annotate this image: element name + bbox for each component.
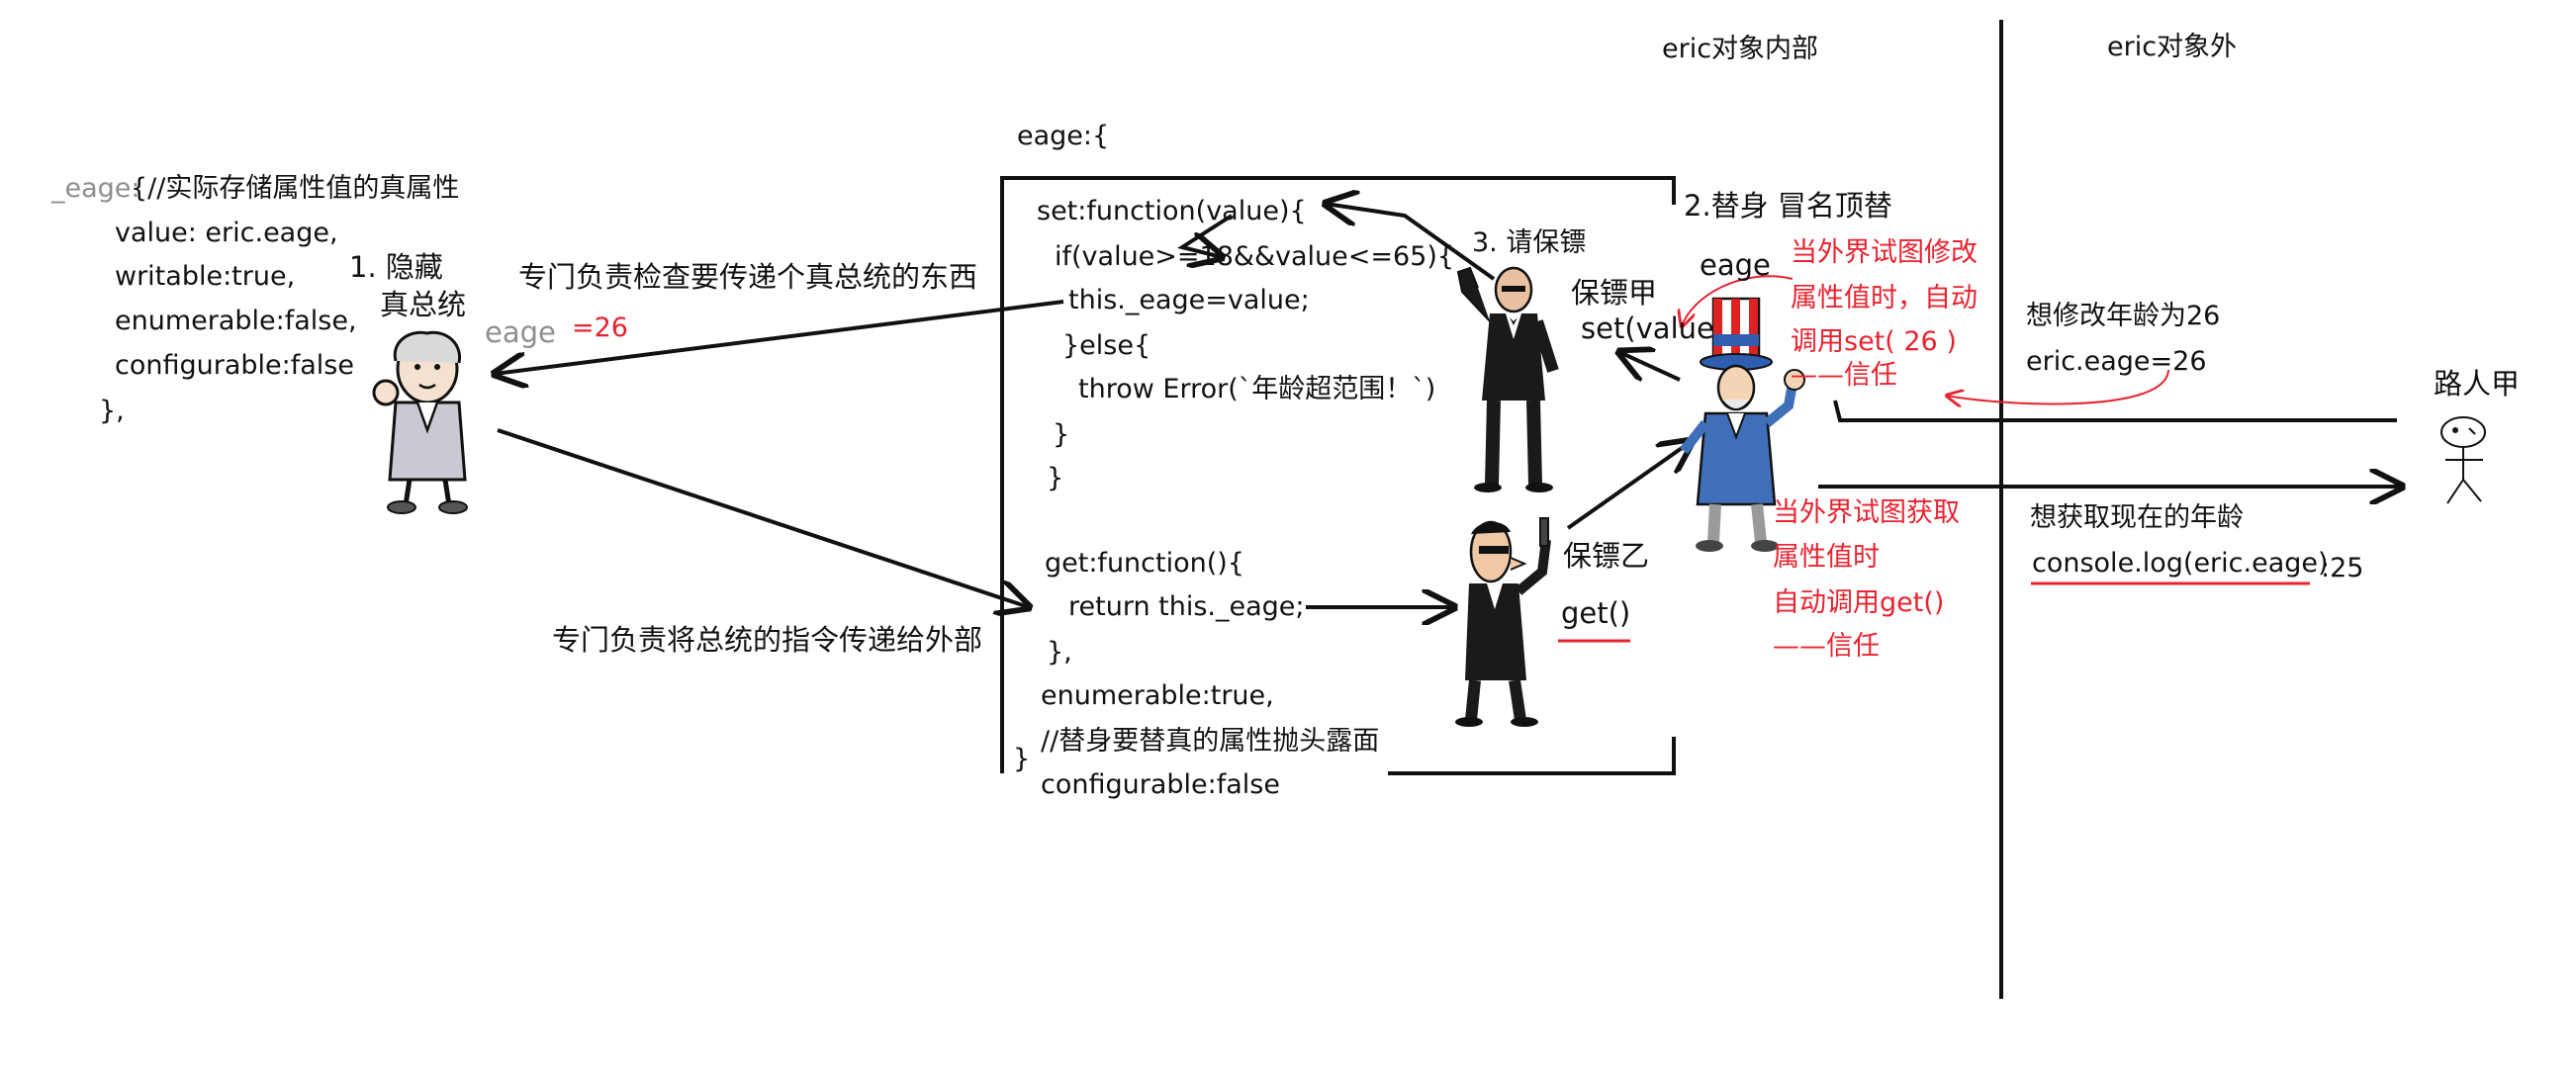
accessor-closing: } xyxy=(1013,744,1031,774)
president-to-getter-arrow xyxy=(497,428,1029,607)
president-field-value: =26 xyxy=(572,313,628,343)
president-label-line2: 真总统 xyxy=(380,288,467,321)
standin-name: eage xyxy=(1700,248,1771,282)
guard-b-to-standin-arrow xyxy=(1566,441,1692,530)
code-line: } xyxy=(1047,463,1064,493)
uncle-sam-figure xyxy=(1672,289,1805,556)
setter-role-note: 专门负责检查要传递个真总统的东西 xyxy=(518,260,978,294)
code-line: throw Error(`年龄超范围！`) xyxy=(1078,374,1436,404)
passerby-get-code: console.log(eric.eage) xyxy=(2032,548,2329,579)
getter-role-note: 专门负责将总统的指令传递给外部 xyxy=(552,623,983,657)
real-prop-line: value: eric.eage, xyxy=(115,218,338,248)
passerby-to-set-red-curve xyxy=(1947,369,2169,403)
passerby-set-line xyxy=(1833,400,2397,422)
step3-label: 3. 请保镖 xyxy=(1472,227,1587,258)
set-note-line: 属性值时，自动 xyxy=(1791,283,1978,313)
code-line: configurable:false xyxy=(1041,769,1280,800)
get-note-line: 属性值时 xyxy=(1773,542,1880,573)
president-figure xyxy=(366,321,490,514)
set-note-line: 当外界试图修改 xyxy=(1791,237,1978,268)
code-line: set:function(value){ xyxy=(1037,196,1307,226)
get-note-line: 当外界试图获取 xyxy=(1773,497,1960,528)
standin-to-set-arrow xyxy=(1619,352,1681,380)
guard-a-method: set(value) xyxy=(1581,312,1726,345)
code-line: //替身要替真的属性抛头露面 xyxy=(1041,726,1380,757)
accessor-header: eage:{ xyxy=(1017,121,1110,151)
president-label-line1: 1. 隐藏 xyxy=(349,250,443,284)
passerby-set-intent: 想修改年龄为26 xyxy=(2026,301,2221,331)
accessor-box xyxy=(1000,176,1676,773)
set-note-line: 调用set( 26 ) xyxy=(1791,326,1957,357)
bodyguard-b-figure xyxy=(1449,512,1563,730)
passerby-get-result: :25 xyxy=(2321,553,2364,583)
outside-region-label: eric对象外 xyxy=(2107,32,2238,62)
setter-to-president-arrow xyxy=(495,300,1064,374)
guard-b-method: get() xyxy=(1561,596,1631,630)
set-note-line: ——信任 xyxy=(1791,360,1897,391)
guard-a-label: 保镖甲 xyxy=(1571,276,1658,310)
real-prop-name: _eage: xyxy=(51,173,140,204)
code-line: return this._eage; xyxy=(1068,591,1305,622)
guard-b-label: 保镖乙 xyxy=(1563,539,1650,573)
guard-to-setter-arrow xyxy=(1326,204,1496,281)
passerby-set-code: eric.eage=26 xyxy=(2026,346,2207,377)
code-line: }, xyxy=(1047,637,1072,668)
real-prop-line: writable:true, xyxy=(115,261,296,292)
code-line: get:function(){ xyxy=(1045,548,1244,579)
set-to-guard-red-curve xyxy=(1682,275,1794,326)
check-arrow-18 xyxy=(1177,214,1234,257)
stick-figure xyxy=(2434,410,2498,509)
code-line: if(value>=18&&value<=65){ xyxy=(1055,241,1455,272)
real-prop-comment: {//实际存储属性值的真属性 xyxy=(131,173,460,204)
code-line: } xyxy=(1053,419,1070,450)
real-prop-line: configurable:false xyxy=(115,350,354,381)
bodyguard-a-figure xyxy=(1454,262,1568,494)
passerby-get-intent: 想获取现在的年龄 xyxy=(2030,502,2244,533)
code-line: this._eage=value; xyxy=(1068,285,1310,315)
step2-label: 2.替身 冒名顶替 xyxy=(1684,189,1892,223)
accessor-box-bottom xyxy=(1388,737,1676,775)
get-note-line: 自动调用get() xyxy=(1773,587,1945,618)
real-prop-line: }, xyxy=(99,396,125,426)
passerby-name: 路人甲 xyxy=(2434,367,2521,401)
code-line: enumerable:true, xyxy=(1041,680,1274,711)
get-note-line: ——信任 xyxy=(1773,631,1880,662)
code-line: }else{ xyxy=(1062,330,1151,361)
real-prop-line: enumerable:false, xyxy=(115,306,357,336)
president-field-name: eage xyxy=(485,315,556,349)
inside-region-label: eric对象内部 xyxy=(1662,34,1819,64)
